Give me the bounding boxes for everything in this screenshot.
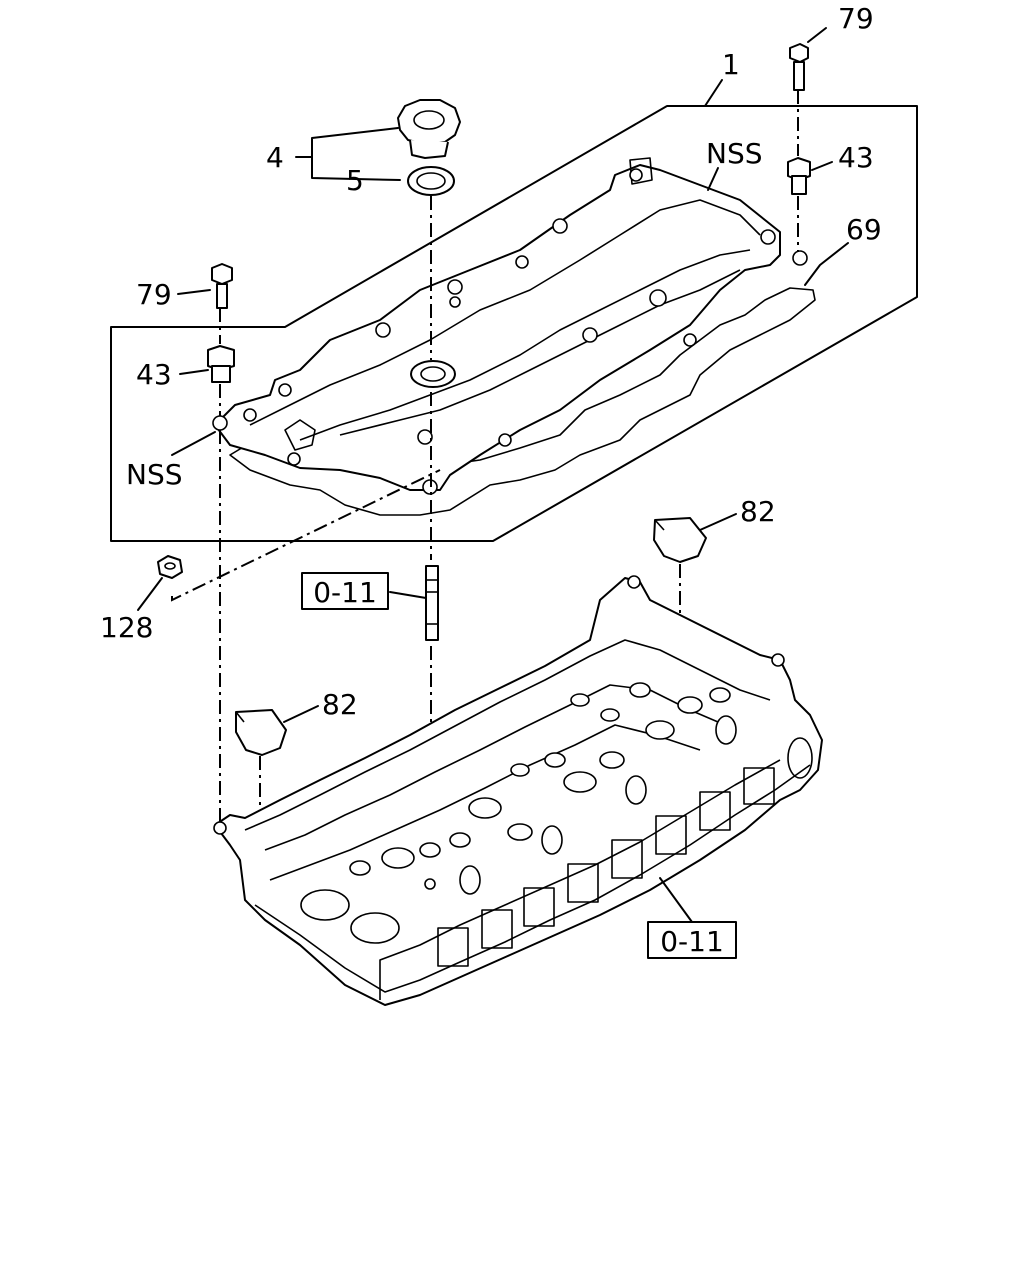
leader-gasket-nss <box>171 431 216 456</box>
callout-filler-cap-4: 4 <box>266 141 284 174</box>
bolt-part-79-top-right <box>789 43 809 91</box>
leader-82-left <box>283 705 319 723</box>
leader-69 <box>804 242 849 286</box>
leader-1 <box>704 79 723 107</box>
callout-assembly-1: 1 <box>722 48 740 81</box>
leader-43-right <box>811 161 833 171</box>
leader-79-left <box>177 289 211 295</box>
callout-spacer-43-left: 43 <box>136 358 172 391</box>
leader-43-left <box>179 369 209 375</box>
nut-dash-line <box>171 469 441 602</box>
spacer-part-43-left <box>207 345 235 383</box>
callout-cap-seal-5: 5 <box>346 164 364 197</box>
half-moon-cap-part-82-right <box>653 517 707 563</box>
callout-cap-82-left: 82 <box>322 688 358 721</box>
assembly-1-boundary <box>110 105 918 542</box>
half-moon-cap-part-82-left <box>235 709 287 756</box>
stud-part <box>425 565 439 641</box>
leader-79-top <box>807 27 827 43</box>
callout-nut-128: 128 <box>100 611 153 644</box>
callout-spacer-43-right: 43 <box>838 141 874 174</box>
nut-part-128 <box>157 555 183 579</box>
head-reference-label: 0-11 <box>660 925 724 958</box>
leader-stud-ref <box>389 591 427 599</box>
oil-filler-cap-part-4 <box>397 99 461 159</box>
callout-gasket-nss: NSS <box>126 458 183 491</box>
stud-reference-label: 0-11 <box>313 576 377 609</box>
leader-head-ref <box>659 877 693 923</box>
callout-cap-82-right: 82 <box>740 495 776 528</box>
head-reference-box: 0-11 <box>647 921 737 959</box>
leader-128 <box>137 577 163 611</box>
stud-reference-box: 0-11 <box>301 572 389 610</box>
cap-seal-part-5 <box>407 166 455 196</box>
callout-cover-nss: NSS <box>706 137 763 170</box>
spacer-part-43-right <box>787 157 811 195</box>
cylinder-head-cover-part <box>212 157 808 495</box>
callout-bolt-79-left: 79 <box>136 278 172 311</box>
cylinder-head-part <box>213 575 823 1006</box>
bolt-part-79-left <box>211 263 233 309</box>
callout-gasket-69: 69 <box>846 213 882 246</box>
callout-bolt-79-top: 79 <box>838 2 874 35</box>
leader-82-right <box>699 513 737 531</box>
leader-cover-nss <box>707 167 719 191</box>
